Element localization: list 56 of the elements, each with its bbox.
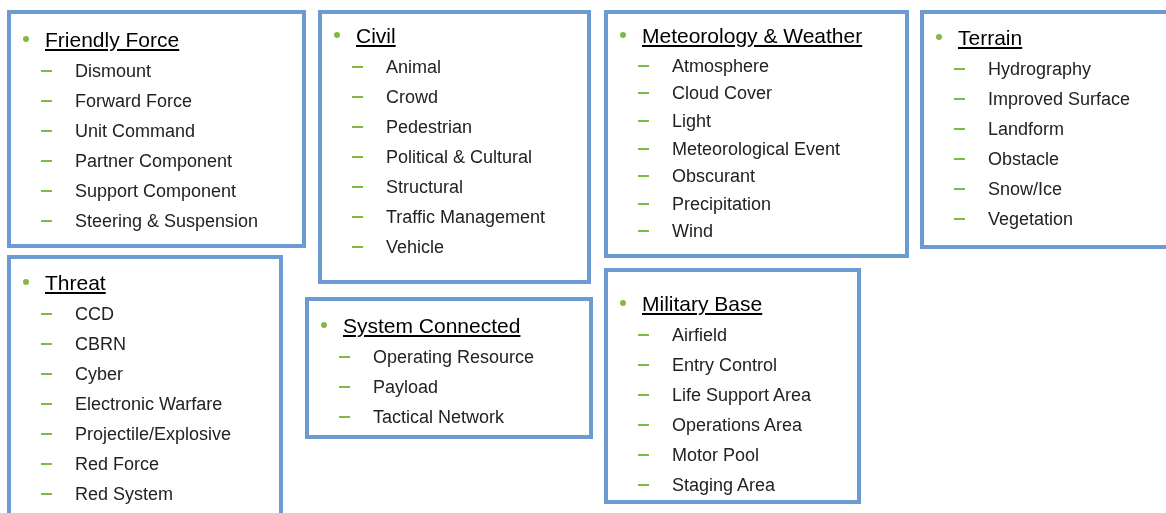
category-heading: Civil: [356, 24, 396, 46]
list-item: Unit Command: [75, 122, 196, 140]
list-item: Pedestrian: [386, 118, 473, 136]
list-item: Projectile/Explosive: [75, 425, 232, 443]
list-item: Landform: [988, 120, 1065, 138]
list-item: Hydrography: [988, 60, 1092, 78]
list-item: Airfield: [672, 326, 728, 344]
list-item: Obscurant: [672, 167, 756, 186]
list-item: Steering & Suspension: [75, 212, 259, 230]
list-item: Motor Pool: [672, 446, 760, 464]
category-heading: System Connected: [343, 314, 521, 336]
list-item: CCD: [75, 305, 114, 323]
category-box: [7, 255, 283, 513]
list-item: Life Support Area: [672, 386, 812, 404]
list-item: Dismount: [75, 62, 152, 80]
list-item: Light: [672, 112, 712, 130]
list-item: Entry Control: [672, 356, 778, 374]
list-item: Crowd: [386, 88, 438, 106]
category-box: [604, 268, 861, 504]
category-box: [604, 10, 909, 258]
list-item: Partner Component: [75, 152, 233, 170]
list-item: Atmosphere: [672, 56, 770, 75]
list-item: Meteorological Event: [672, 139, 841, 158]
list-item: Vehicle: [386, 238, 445, 256]
list-item: Electronic Warfare: [75, 395, 223, 413]
category-box: [7, 10, 306, 248]
list-item: Payload: [373, 378, 439, 396]
list-item: Cyber: [75, 365, 123, 383]
category-box: [305, 297, 593, 439]
list-item: Staging Area: [672, 476, 776, 494]
list-item: Structural: [386, 178, 464, 196]
list-item: CBRN: [75, 335, 126, 353]
list-item: Red System: [75, 485, 174, 503]
category-heading: Threat: [45, 271, 106, 293]
list-item: Animal: [386, 58, 442, 76]
list-item: Wind: [672, 222, 713, 241]
list-item: Snow/Ice: [988, 180, 1063, 198]
list-item: Red Force: [75, 455, 160, 473]
category-heading: Meteorology & Weather: [642, 24, 863, 46]
list-item: Tactical Network: [373, 408, 505, 426]
list-item: Precipitation: [672, 194, 772, 213]
list-item: Operations Area: [672, 416, 803, 434]
list-item: Forward Force: [75, 92, 193, 110]
category-heading: Terrain: [958, 26, 1023, 48]
list-item: Vegetation: [988, 210, 1074, 228]
category-heading: Friendly Force: [45, 28, 180, 50]
list-item: Political & Cultural: [386, 148, 533, 166]
category-box: [318, 10, 591, 284]
list-item: Cloud Cover: [672, 84, 773, 103]
list-item: Obstacle: [988, 150, 1060, 168]
list-item: Improved Surface: [988, 90, 1131, 108]
category-box: [920, 10, 1166, 249]
list-item: Support Component: [75, 182, 237, 200]
category-heading: Military Base: [642, 292, 763, 314]
list-item: Traffic Management: [386, 208, 546, 226]
list-item: Operating Resource: [373, 348, 535, 366]
